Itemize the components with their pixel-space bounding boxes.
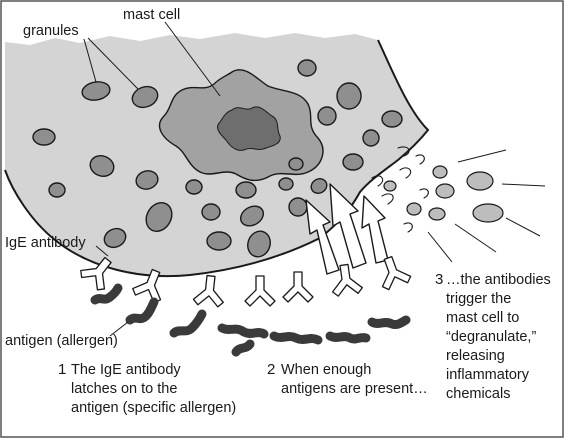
step-1-line: latches on to the xyxy=(71,381,177,397)
step-1-line: antigen (specific allergen) xyxy=(71,400,236,416)
step-2-line: antigens are present… xyxy=(281,381,428,397)
step-3-line: releasing xyxy=(446,348,505,364)
antigen xyxy=(269,331,323,345)
antibodies xyxy=(80,255,412,308)
released-granule xyxy=(466,171,494,191)
fleck xyxy=(403,222,413,233)
ige-antibody-label: IgE antibody xyxy=(5,235,86,251)
step-1-line: The IgE antibody xyxy=(71,362,181,378)
granule xyxy=(310,178,328,194)
antigen xyxy=(231,339,255,357)
granule xyxy=(81,81,111,101)
step-2-line: When enough xyxy=(281,362,371,378)
antigen xyxy=(325,331,371,344)
step-1-number: 1 xyxy=(58,361,66,378)
granule xyxy=(206,231,232,251)
step-3-line: chemicals xyxy=(446,386,510,402)
ige-antibody xyxy=(381,255,412,291)
signal-arrow xyxy=(361,195,389,264)
degranulation xyxy=(371,146,546,263)
step-3-line: …the antibodies xyxy=(446,272,551,288)
fleck xyxy=(415,154,425,165)
fleck xyxy=(371,175,384,187)
released-granule xyxy=(428,207,446,221)
antigen xyxy=(90,283,123,305)
granule xyxy=(135,170,159,190)
granules-label: granules xyxy=(23,23,79,39)
step-3-line: mast cell to xyxy=(446,310,519,326)
step-3-number: 3 xyxy=(435,271,443,288)
release-line xyxy=(427,231,453,263)
signal-arrows xyxy=(305,183,389,275)
antigen xyxy=(367,315,411,329)
step-3-line: inflammatory xyxy=(446,367,530,383)
granule xyxy=(381,110,403,128)
step-3-line: trigger the xyxy=(446,291,511,307)
antigens xyxy=(90,283,411,357)
release-line xyxy=(501,183,546,187)
antigen xyxy=(169,309,207,338)
ige-antibody xyxy=(282,271,314,303)
release-line xyxy=(457,149,507,163)
granule xyxy=(235,181,257,199)
antigen-label: antigen (allergen) xyxy=(5,333,118,349)
granule xyxy=(32,128,56,146)
fleck xyxy=(399,167,412,179)
released-granule xyxy=(383,180,397,192)
granule xyxy=(239,205,265,227)
granule xyxy=(278,177,294,191)
fleck xyxy=(419,188,429,199)
step-3-line: “degranulate,” xyxy=(446,329,536,345)
nucleolus xyxy=(217,106,281,151)
mast-cell-leader xyxy=(164,21,221,97)
granule xyxy=(288,157,304,171)
signal-arrow xyxy=(329,183,367,269)
granule xyxy=(247,230,271,258)
granules-leader xyxy=(87,37,139,90)
fleck xyxy=(381,193,394,205)
granule xyxy=(201,203,221,221)
ige-antibody xyxy=(192,274,224,308)
granule xyxy=(48,182,66,198)
release-line xyxy=(505,217,541,237)
granule xyxy=(288,197,308,217)
ige-antibody xyxy=(132,268,162,304)
antigen xyxy=(217,323,269,339)
released-granule xyxy=(432,165,448,179)
fleck xyxy=(397,146,410,157)
granule xyxy=(362,129,380,147)
granule xyxy=(89,155,115,177)
step-2-number: 2 xyxy=(267,361,275,378)
antigen-leader xyxy=(109,321,129,337)
ige-antibody-leader xyxy=(95,245,109,257)
granule xyxy=(342,153,364,171)
mast-cell-label: mast cell xyxy=(123,7,180,23)
ige-antibody xyxy=(80,256,112,291)
granule xyxy=(297,59,317,77)
signal-arrow xyxy=(305,199,340,275)
ige-antibody xyxy=(244,275,276,307)
granule xyxy=(317,106,337,126)
granule xyxy=(131,85,159,109)
released-granule xyxy=(435,183,455,199)
granule xyxy=(103,227,127,249)
granule xyxy=(185,179,203,195)
granules-leader xyxy=(83,38,97,83)
granule xyxy=(145,201,173,233)
released-granule xyxy=(472,203,504,223)
granules-group xyxy=(32,59,403,258)
granule xyxy=(336,82,362,110)
release-line xyxy=(454,223,497,253)
antigen xyxy=(125,297,159,325)
released-granule xyxy=(406,202,422,216)
ige-antibody xyxy=(331,263,363,297)
